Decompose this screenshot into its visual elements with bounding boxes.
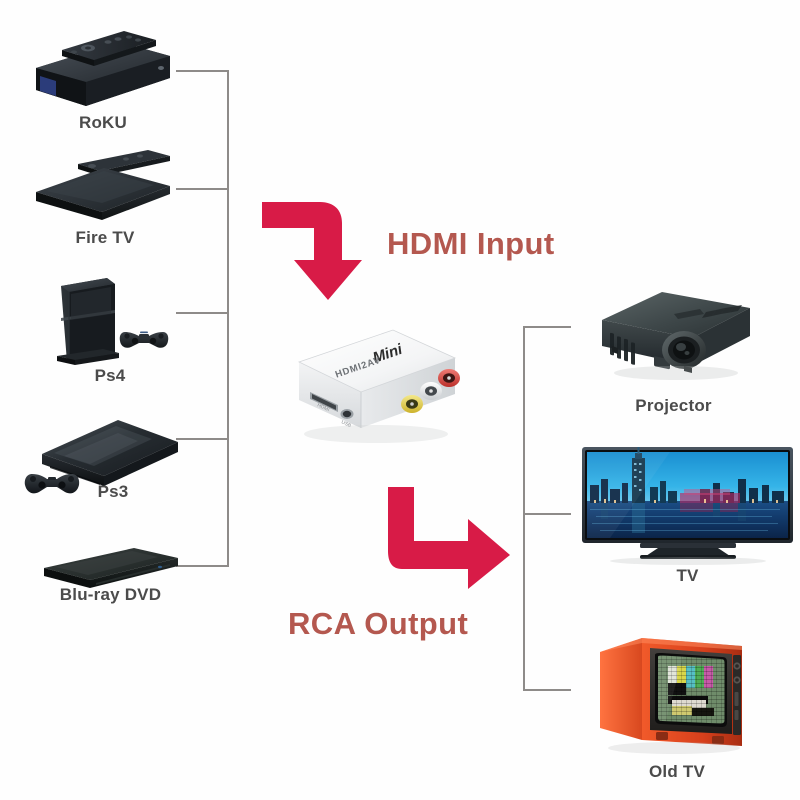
elbow-down-then-right-arrow: [388, 487, 510, 589]
device-label-oldtv: Old TV: [649, 762, 705, 781]
flat-screen-tv-icon: [582, 447, 793, 565]
device-label-bluray: Blu-ray DVD: [59, 585, 162, 604]
left-bracket-stub-firetv: [176, 188, 229, 190]
rca-output-arrow: [382, 485, 517, 593]
device-label-firetv: Fire TV: [75, 228, 135, 247]
right-bracket-spine: [523, 326, 525, 690]
left-bracket-stub-ps4: [176, 312, 229, 314]
hdmi-input-arrow: [258, 196, 373, 304]
right-bracket-stub-projector: [523, 326, 571, 328]
oldtv-control-panel: [733, 655, 741, 735]
device-roku: [28, 20, 178, 110]
projector-icon: [602, 292, 750, 380]
hdmi-to-rca-converter: Mini HDMI2AV HDMI USB: [281, 318, 481, 458]
device-bluray: [38, 540, 183, 590]
elbow-right-then-down-arrow: [262, 202, 362, 300]
device-oldtv: [592, 628, 762, 763]
playstation-4-console-icon: [57, 278, 169, 365]
playstation-3-console-icon: [24, 420, 178, 494]
hdmi-input-label: HDMI Input: [387, 226, 555, 261]
left-bracket-stub-roku: [176, 70, 229, 72]
converter-hdmi-port-label: HDMI: [316, 402, 330, 413]
rca-output-label: RCA Output: [288, 606, 469, 641]
converter-rca-jacks: [401, 369, 460, 413]
device-ps3: [20, 406, 185, 506]
left-bracket-stub-ps3: [176, 438, 229, 440]
converter-power-port-label: USB: [340, 419, 352, 429]
device-ps4: [45, 270, 195, 370]
converter-hdmi-port: [310, 392, 338, 412]
right-bracket-stub-tv: [523, 513, 571, 515]
bluray-dvd-player-icon: [44, 548, 178, 588]
device-label-ps3: Ps3: [97, 482, 129, 501]
device-label-projector: Projector: [635, 396, 712, 415]
device-label-ps4: Ps4: [94, 366, 126, 385]
left-bracket-spine: [227, 70, 229, 567]
crt-old-tv-icon: [600, 638, 742, 754]
device-projector: [588, 278, 763, 388]
left-bracket-stub-bluray: [176, 565, 229, 567]
fire-tv-box-icon: [36, 150, 170, 220]
device-tv: [580, 445, 795, 565]
device-firetv: [30, 148, 180, 220]
right-bracket-stub-oldtv: [523, 689, 571, 691]
converter-body-icon: Mini HDMI2AV HDMI USB: [297, 329, 460, 443]
device-label-tv: TV: [676, 566, 699, 585]
roku-streaming-box-icon: [36, 31, 170, 106]
device-label-roku: RoKU: [78, 113, 127, 132]
converter-power-port: [340, 409, 354, 419]
